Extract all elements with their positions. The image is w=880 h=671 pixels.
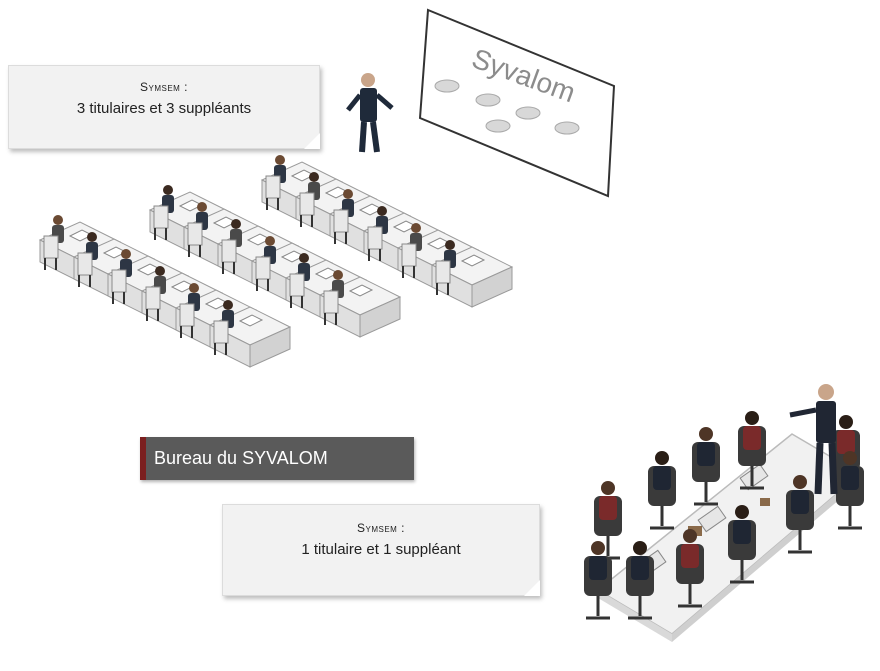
presenter-figure xyxy=(346,73,394,153)
symsem-note-bottom: Symsem : 1 titulaire et 1 suppléant xyxy=(222,504,540,596)
meeting-participant xyxy=(584,541,612,620)
bureau-banner: Bureau du SYVALOM xyxy=(140,437,414,480)
meeting-participant xyxy=(676,529,704,608)
note-top-text: 3 titulaires et 3 suppléants xyxy=(76,100,252,117)
classroom-desks xyxy=(38,155,514,368)
desk-unit xyxy=(208,300,292,368)
meeting-presenter-figure xyxy=(789,384,838,495)
meeting-participant xyxy=(786,475,814,554)
meeting-participants xyxy=(584,411,864,620)
meeting-participant xyxy=(626,541,654,620)
note-bottom-text: 1 titulaire et 1 suppléant xyxy=(301,541,461,558)
meeting-participant xyxy=(594,481,622,560)
note-bottom-fold xyxy=(524,580,540,596)
projection-screen: Syvalom xyxy=(418,8,616,198)
desk-unit xyxy=(430,240,514,308)
meeting-participant xyxy=(836,451,864,530)
symsem-note-top: Symsem : 3 titulaires et 3 suppléants xyxy=(8,65,320,149)
meeting-participant xyxy=(728,505,756,584)
desk-unit xyxy=(318,270,402,338)
meeting-participant xyxy=(692,427,720,506)
note-top-fold xyxy=(304,133,320,149)
note-top-title: Symsem : xyxy=(139,80,188,94)
meeting-participant xyxy=(738,411,766,490)
meeting-participant xyxy=(648,451,676,530)
note-bottom-title: Symsem : xyxy=(356,521,405,535)
